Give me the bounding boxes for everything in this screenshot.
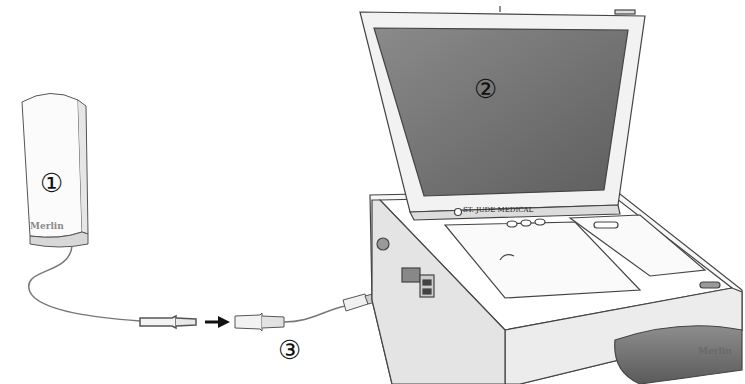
connect-arrow <box>205 316 230 328</box>
device-logo: Merlin <box>30 222 64 231</box>
antenna-cable <box>29 246 196 328</box>
callout-number: ① <box>40 170 63 196</box>
brand-logo: ST. JUDE MEDICAL <box>463 207 533 214</box>
device-logo: Merlin <box>698 347 732 356</box>
callout-number: ③ <box>278 337 301 363</box>
programmer <box>370 190 742 384</box>
adapter-cable <box>235 292 383 331</box>
antenna <box>22 93 88 247</box>
programmer-lid <box>360 6 645 220</box>
callout-number: ② <box>474 76 497 102</box>
